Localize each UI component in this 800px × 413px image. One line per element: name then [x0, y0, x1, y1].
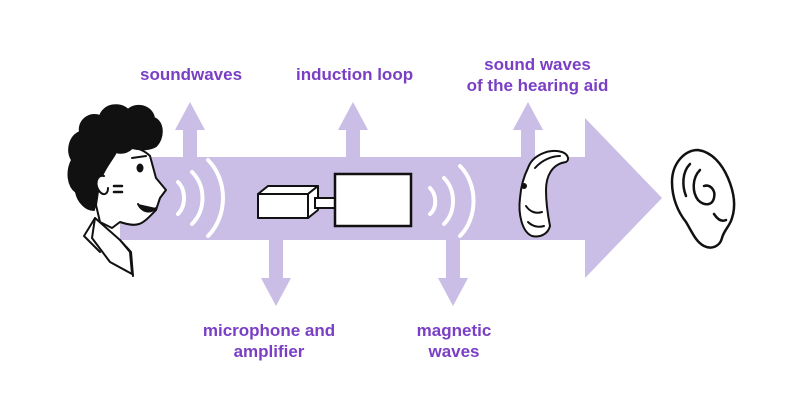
down-arrow-microphone: [261, 238, 291, 306]
sound-waves-icon: [176, 158, 225, 238]
label-magnetic-waves: magnetic waves: [406, 320, 502, 362]
label-microphone-line1: microphone and: [202, 321, 336, 340]
up-arrow-soundwaves: [175, 102, 205, 158]
connector-wire: [314, 197, 338, 209]
up-arrow-induction-loop: [338, 102, 368, 158]
label-microphone-amplifier: microphone and amplifier: [193, 320, 345, 362]
down-arrow-magnetic: [438, 238, 468, 306]
label-induction-loop: induction loop: [296, 65, 414, 84]
label-hearing-aid-line2: of the hearing aid: [466, 76, 609, 95]
hearing-aid-icon: [518, 150, 570, 238]
label-soundwaves: soundwaves: [140, 65, 243, 84]
label-microphone-line2: amplifier: [233, 342, 305, 361]
label-magnetic-line2: waves: [428, 342, 480, 361]
amplifier-box-icon: [333, 172, 413, 228]
ear-icon: [670, 148, 736, 249]
label-hearing-aid: sound waves of the hearing aid: [455, 54, 620, 96]
up-arrow-hearing-aid: [513, 102, 543, 158]
person-face-icon: [67, 104, 167, 277]
label-magnetic-line1: magnetic: [416, 321, 492, 340]
label-hearing-aid-line1: sound waves: [484, 55, 591, 74]
microphone-box-icon: [257, 185, 319, 219]
sound-waves-icon-2: [428, 164, 476, 238]
